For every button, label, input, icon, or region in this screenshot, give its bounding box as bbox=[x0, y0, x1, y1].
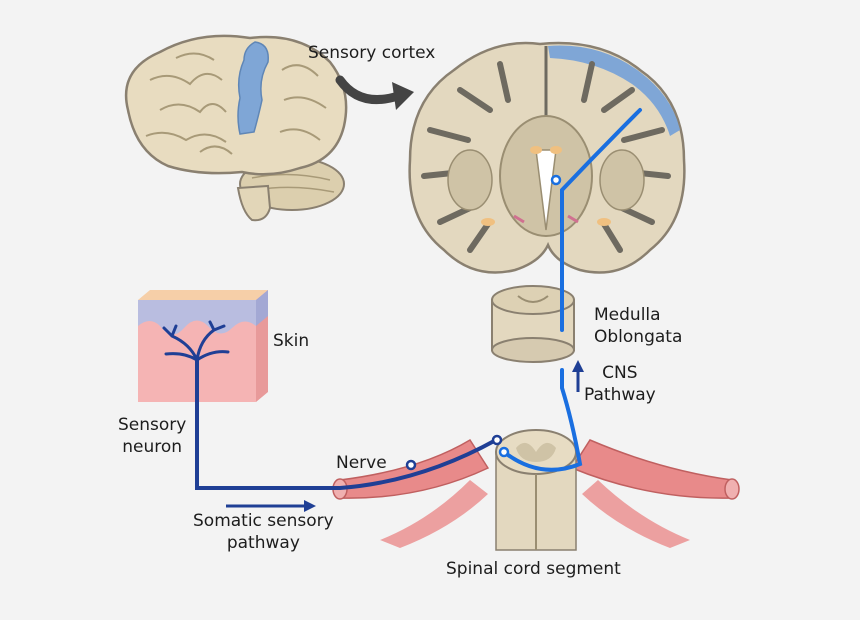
label-nerve: Nerve bbox=[336, 453, 387, 473]
label-sensory-neuron: Sensory neuron bbox=[118, 414, 186, 458]
cord-entry-synapse bbox=[491, 434, 503, 446]
right-arrow-icon bbox=[304, 500, 316, 512]
label-cns-line1: CNS bbox=[602, 363, 638, 383]
cns-pathway-path bbox=[502, 108, 642, 472]
label-sensory-cortex: Sensory cortex bbox=[308, 43, 436, 63]
label-skin: Skin bbox=[273, 331, 310, 351]
spinal-cord bbox=[332, 429, 740, 551]
cord-synapse bbox=[498, 446, 510, 458]
label-medulla: Medulla Oblongata bbox=[594, 304, 682, 348]
label-cns-pathway: CNS Pathway bbox=[584, 362, 656, 406]
coronal-brain-section bbox=[408, 41, 686, 274]
label-medulla-line1: Medulla bbox=[594, 305, 661, 325]
up-arrow-icon bbox=[572, 360, 584, 372]
label-sensory-neuron-line2: neuron bbox=[122, 437, 183, 457]
label-somatic-line2: pathway bbox=[226, 533, 300, 553]
label-medulla-line2: Oblongata bbox=[594, 327, 683, 347]
thalamus-synapse bbox=[550, 174, 562, 186]
label-spinal-cord-segment: Spinal cord segment bbox=[446, 559, 621, 579]
arrowhead-icon bbox=[392, 82, 414, 110]
label-somatic-pathway: Somatic sensory pathway bbox=[193, 510, 334, 554]
label-somatic-line1: Somatic sensory bbox=[193, 511, 334, 531]
label-sensory-neuron-line1: Sensory bbox=[118, 415, 187, 435]
sensory-neuron-path bbox=[195, 358, 498, 490]
lateral-brain bbox=[124, 34, 348, 222]
label-cns-line2: Pathway bbox=[584, 385, 656, 405]
nerve-synapse bbox=[405, 459, 417, 471]
cortex-arrow bbox=[335, 75, 403, 105]
skin-block bbox=[138, 290, 268, 402]
